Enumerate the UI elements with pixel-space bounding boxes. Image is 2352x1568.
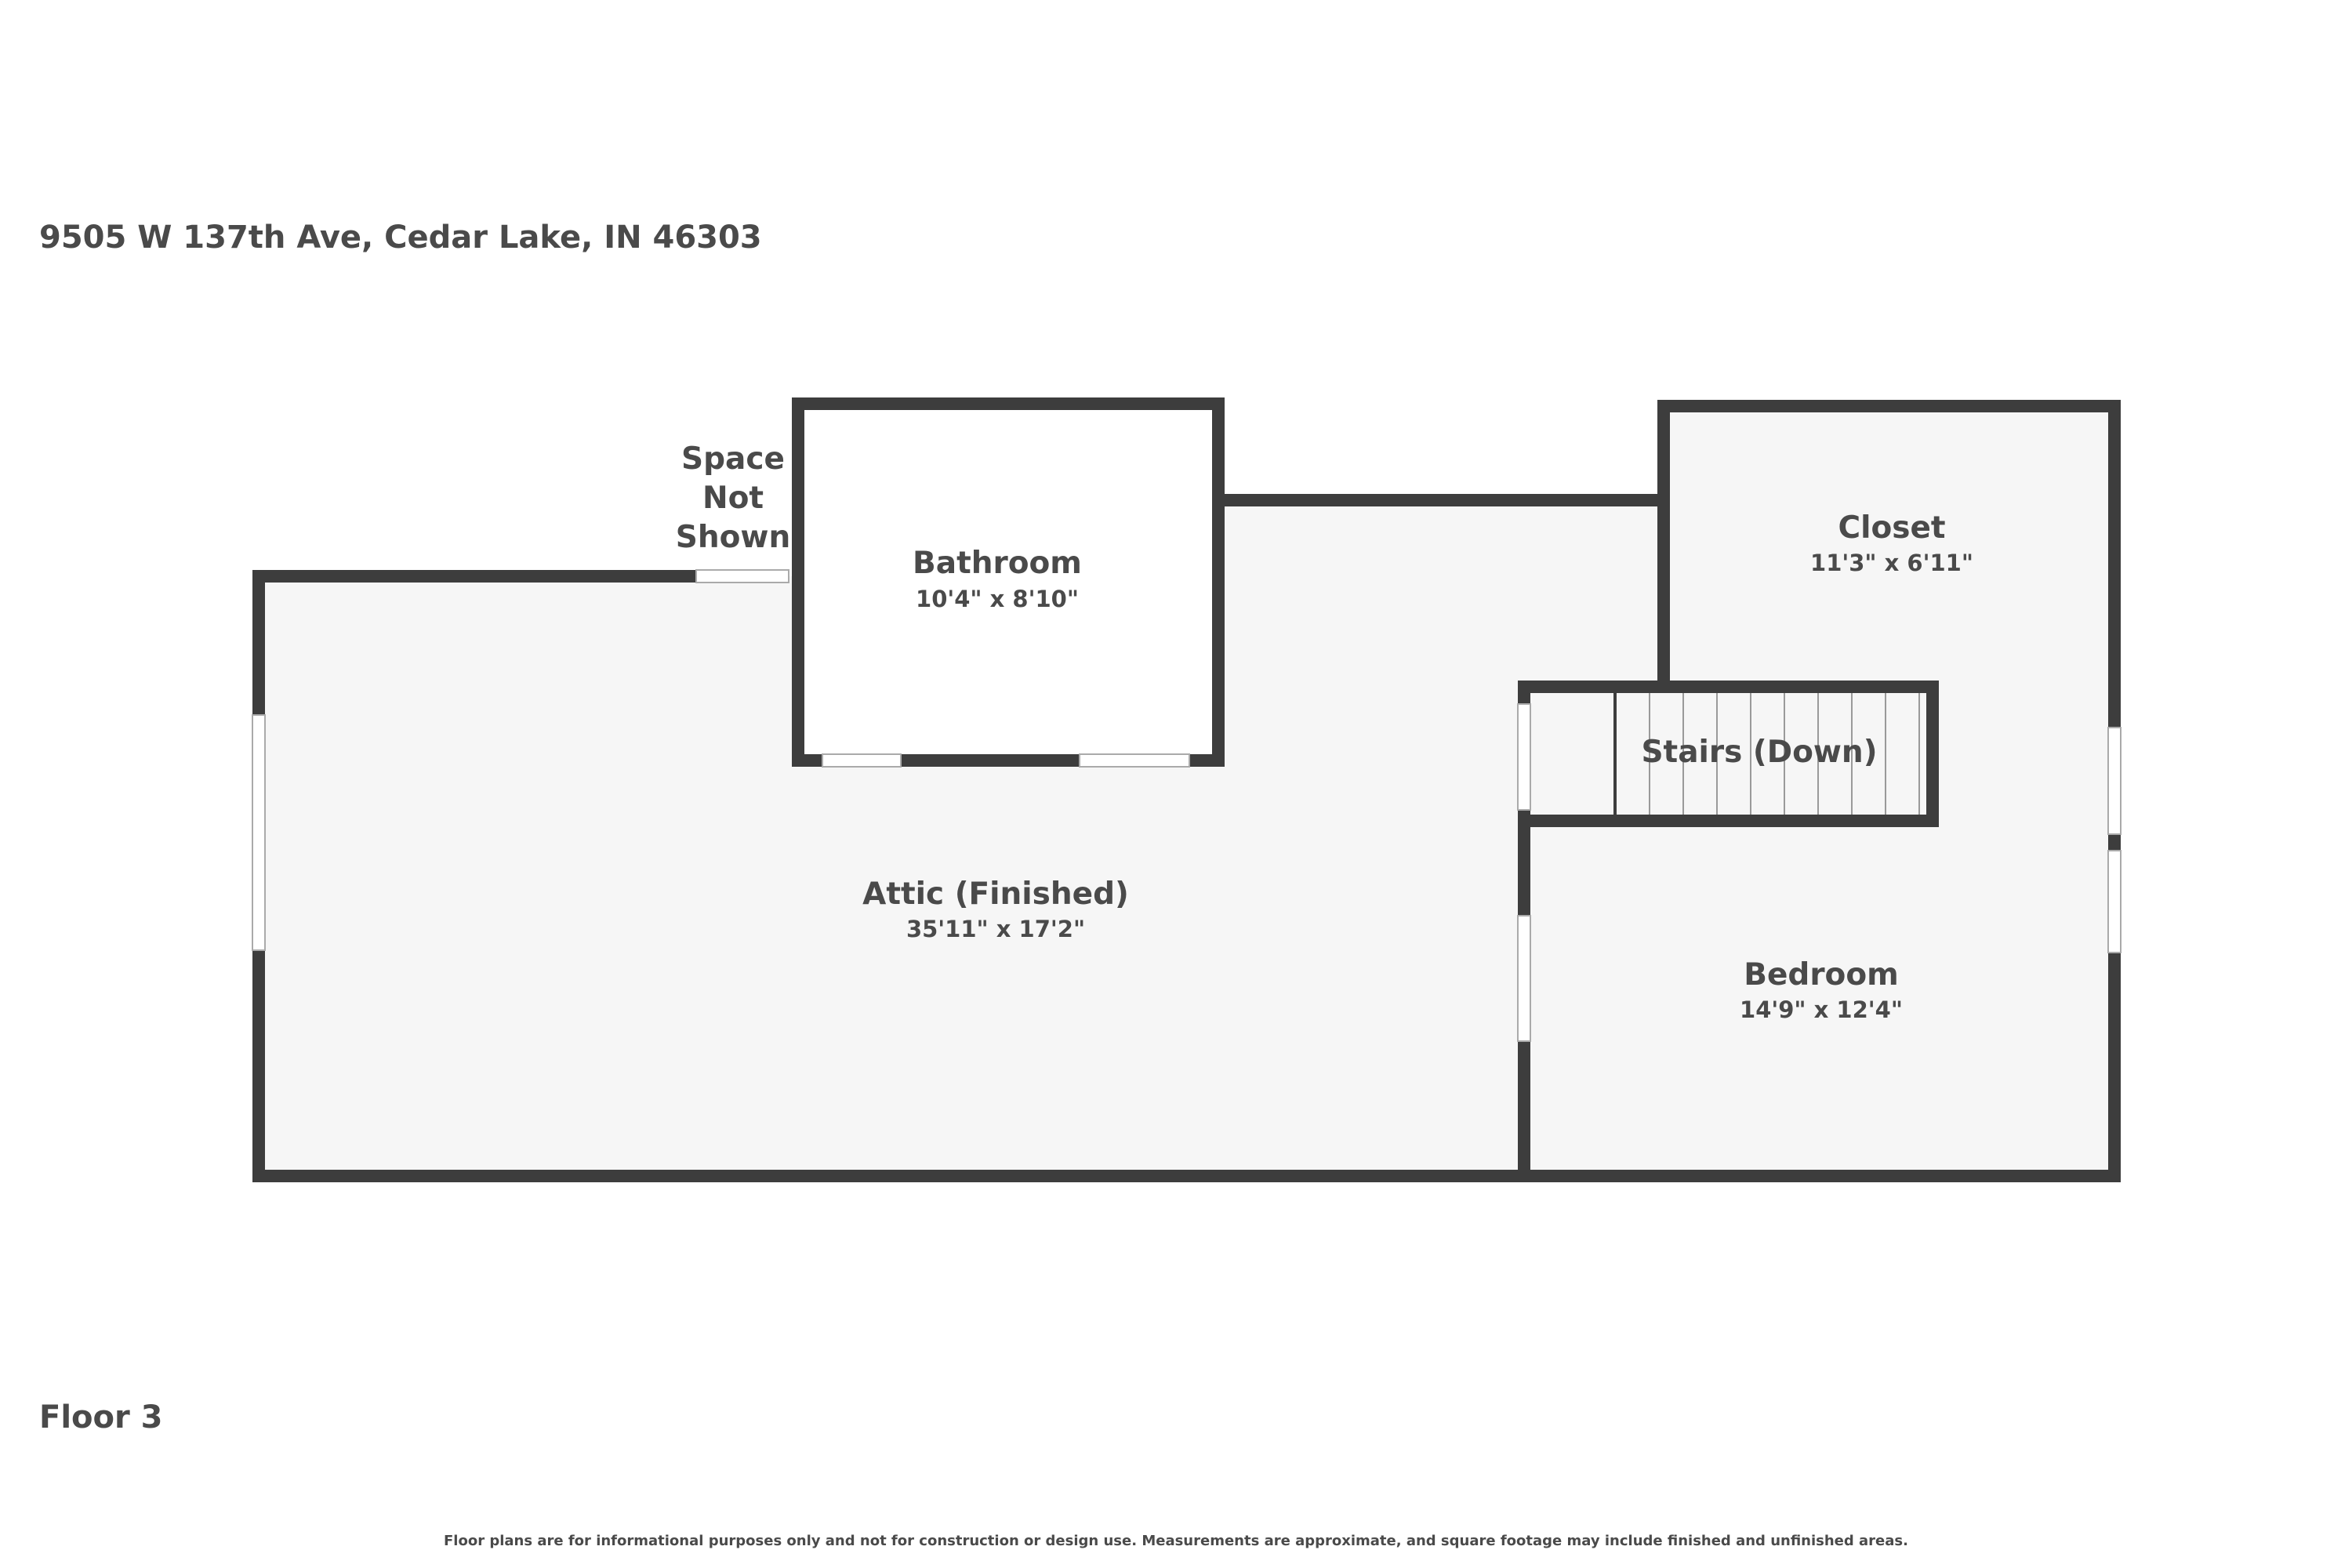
space-not-shown-label-1: Space <box>681 441 785 477</box>
right-window-lower <box>2107 850 2122 953</box>
bedroom-door-opening <box>1517 915 1531 1042</box>
right-window-upper <box>2107 727 2122 835</box>
bathroom-name: Bathroom <box>913 546 1082 581</box>
space-not-shown-opening <box>695 569 789 583</box>
disclaimer-text: Floor plans are for informational purpos… <box>444 1533 1908 1549</box>
bedroom-name: Bedroom <box>1744 957 1899 993</box>
stairs-left-opening <box>1517 703 1531 811</box>
bathroom-window-right <box>1079 753 1190 768</box>
floor-fill <box>259 408 2114 1176</box>
space-not-shown-label-3: Shown <box>676 520 790 555</box>
bedroom-dims: 14'9" x 12'4" <box>1740 996 1903 1023</box>
property-address: 9505 W 137th Ave, Cedar Lake, IN 46303 <box>39 220 762 256</box>
attic-dims: 35'11" x 17'2" <box>906 916 1085 942</box>
bathroom-dims: 10'4" x 8'10" <box>916 586 1079 612</box>
stairs-name: Stairs (Down) <box>1641 735 1877 770</box>
closet-dims: 11'3" x 6'11" <box>1810 550 1973 576</box>
attic-left-window <box>252 714 266 951</box>
room-labels: Space Not Shown Bathroom 10'4" x 8'10" C… <box>676 441 1973 1023</box>
bathroom-walls <box>792 397 1225 767</box>
space-not-shown-label-2: Not <box>702 481 764 516</box>
floor-label: Floor 3 <box>39 1399 163 1436</box>
attic-name: Attic (Finished) <box>862 877 1129 912</box>
windows <box>252 569 2122 1042</box>
bathroom-window-left <box>822 753 902 768</box>
closet-name: Closet <box>1838 510 1945 546</box>
stair-treads <box>1613 693 1920 815</box>
